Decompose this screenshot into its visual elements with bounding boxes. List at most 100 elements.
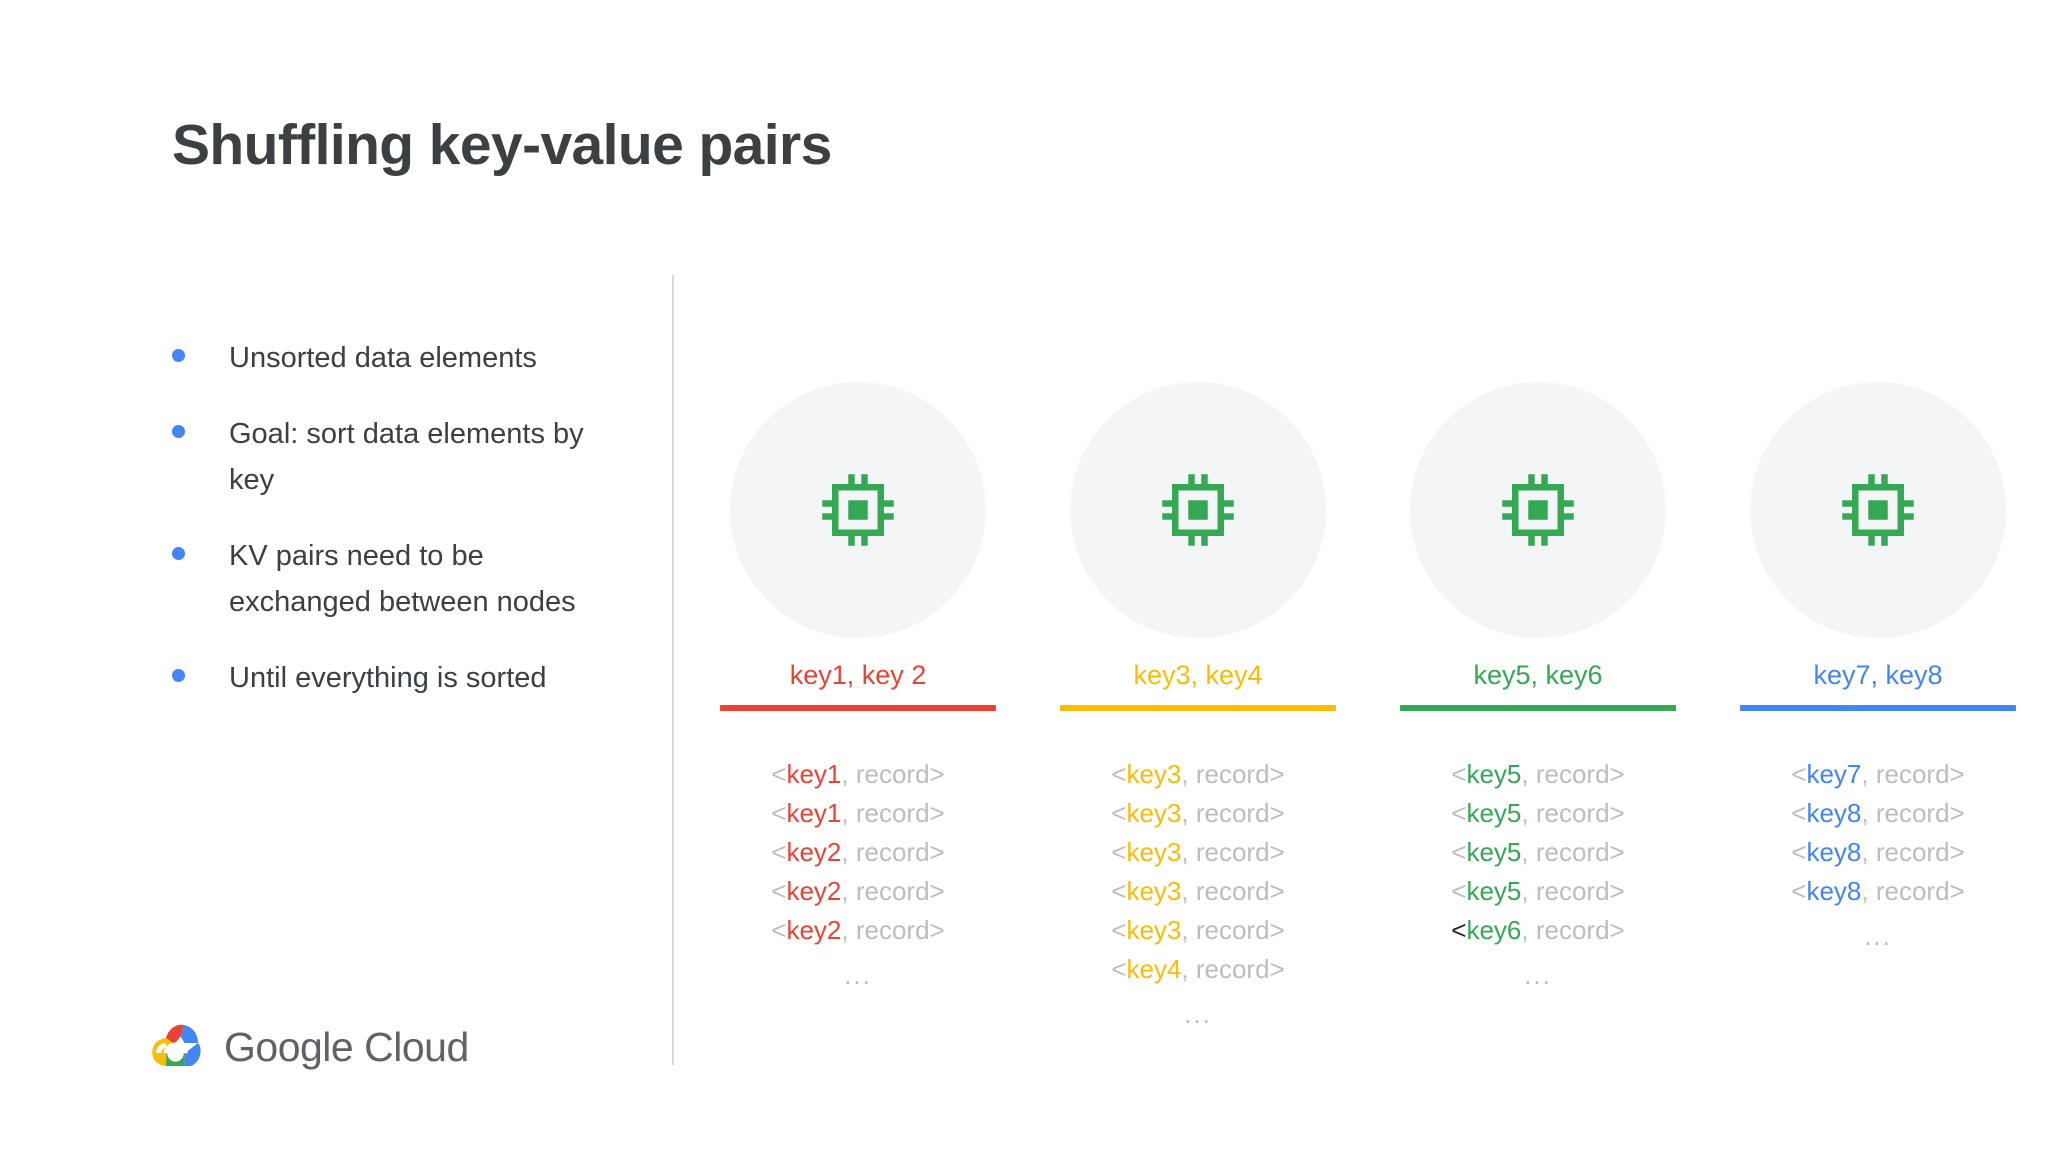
- record-key: key5: [1466, 876, 1522, 906]
- record-key: key7: [1806, 759, 1862, 789]
- record-open-angle: <: [1451, 759, 1467, 789]
- record-open-angle: <: [1111, 876, 1127, 906]
- record-ellipsis: ...: [1524, 960, 1552, 990]
- record-line: <key3, record>: [1111, 911, 1284, 950]
- record-open-angle: <: [1791, 876, 1807, 906]
- record-value: , record>: [841, 759, 945, 789]
- record-line: <key8, record>: [1791, 833, 1964, 872]
- bullet-item-label: Until everything is sorted: [229, 662, 547, 694]
- record-value: , record>: [841, 876, 945, 906]
- node-circle: [1750, 382, 2006, 638]
- page-title: Shuffling key-value pairs: [172, 113, 832, 177]
- wordmark-google: Google: [224, 1023, 354, 1070]
- node-header-underline: [1060, 705, 1336, 711]
- google-cloud-wordmark: Google Cloud: [224, 1024, 469, 1071]
- record-key: key3: [1126, 798, 1182, 828]
- record-key: key5: [1466, 759, 1522, 789]
- record-value: , record>: [1181, 798, 1285, 828]
- node-circle: [1070, 382, 1326, 638]
- record-line: <key5, record>: [1451, 872, 1624, 911]
- record-key: key4: [1126, 954, 1182, 984]
- record-line: <key5, record>: [1451, 755, 1624, 794]
- record-key: key1: [786, 759, 842, 789]
- record-line: <key3, record>: [1111, 755, 1284, 794]
- record-key: key3: [1126, 915, 1182, 945]
- record-open-angle: <: [1791, 798, 1807, 828]
- bullet-dot-icon: [172, 547, 185, 560]
- bullet-item-1: Unsorted data elements: [172, 335, 622, 381]
- record-ellipsis: ...: [1864, 921, 1892, 951]
- bullet-item-3: KV pairs need to be exchanged between no…: [172, 533, 622, 625]
- record-line: <key4, record>: [1111, 950, 1284, 989]
- record-list: <key1, record><key1, record><key2, recor…: [771, 755, 944, 995]
- record-open-angle: <: [771, 915, 787, 945]
- node-circle: [730, 382, 986, 638]
- record-key: key2: [786, 915, 842, 945]
- node-header-label: key1, key 2: [789, 660, 927, 690]
- vertical-divider: [672, 275, 674, 1065]
- record-list: <key3, record><key3, record><key3, recor…: [1111, 755, 1284, 1034]
- bullet-dot-icon: [172, 349, 185, 362]
- node-header-underline: [1400, 705, 1676, 711]
- record-open-angle: <: [1111, 798, 1127, 828]
- record-line: <key5, record>: [1451, 833, 1624, 872]
- cpu-chip-icon: [1159, 471, 1237, 549]
- record-line: <key8, record>: [1791, 794, 1964, 833]
- bullet-dot-icon: [172, 425, 185, 438]
- record-value: , record>: [841, 837, 945, 867]
- node-circle: [1410, 382, 1666, 638]
- record-value: , record>: [1181, 954, 1285, 984]
- record-value: , record>: [1181, 915, 1285, 945]
- bullet-dot-icon: [172, 669, 185, 682]
- record-line: <key6, record>: [1451, 911, 1624, 950]
- bullet-item-4: Until everything is sorted: [172, 655, 622, 701]
- node-header-label: key5, key6: [1473, 660, 1603, 690]
- record-value: , record>: [1861, 759, 1965, 789]
- record-list: <key5, record><key5, record><key5, recor…: [1451, 755, 1624, 995]
- node-header-label: key3, key4: [1133, 660, 1263, 690]
- record-key: key8: [1806, 798, 1862, 828]
- record-line: <key3, record>: [1111, 872, 1284, 911]
- record-line: <key3, record>: [1111, 833, 1284, 872]
- node-header-underline: [1740, 705, 2016, 711]
- record-key: key8: [1806, 837, 1862, 867]
- record-open-angle: <: [1111, 915, 1127, 945]
- record-value: , record>: [1521, 876, 1625, 906]
- record-line: <key2, record>: [771, 911, 944, 950]
- record-key: key6: [1466, 915, 1522, 945]
- cpu-chip-icon: [1499, 471, 1577, 549]
- record-line: <key1, record>: [771, 755, 944, 794]
- record-open-angle: <: [1111, 759, 1127, 789]
- record-open-angle: <: [1791, 837, 1807, 867]
- cpu-chip-icon: [819, 471, 897, 549]
- cpu-chip-icon: [1839, 471, 1917, 549]
- record-key: key5: [1466, 798, 1522, 828]
- node-column-3: key5, key6<key5, record><key5, record><k…: [1398, 382, 1678, 1034]
- record-key: key2: [786, 876, 842, 906]
- record-ellipsis: ...: [1184, 999, 1212, 1029]
- record-open-angle: <: [1111, 837, 1127, 867]
- record-value: , record>: [1521, 915, 1625, 945]
- node-column-1: key1, key 2<key1, record><key1, record><…: [718, 382, 998, 1034]
- bullet-item-label: Goal: sort data elements by key: [229, 418, 584, 496]
- node-column-4: key7, key8<key7, record><key8, record><k…: [1738, 382, 2018, 1034]
- record-value: , record>: [1521, 798, 1625, 828]
- record-ellipsis: ...: [844, 960, 872, 990]
- record-value: , record>: [841, 915, 945, 945]
- record-value: , record>: [1181, 876, 1285, 906]
- record-value: , record>: [1861, 837, 1965, 867]
- record-line: <key5, record>: [1451, 794, 1624, 833]
- record-key: key1: [786, 798, 842, 828]
- record-line: <key7, record>: [1791, 755, 1964, 794]
- record-open-angle: <: [1451, 915, 1467, 945]
- record-open-angle: <: [771, 837, 787, 867]
- record-line: <key2, record>: [771, 833, 944, 872]
- record-open-angle: <: [771, 798, 787, 828]
- record-line: <key3, record>: [1111, 794, 1284, 833]
- node-header-label: key7, key8: [1813, 660, 1943, 690]
- record-line: <key8, record>: [1791, 872, 1964, 911]
- google-cloud-logo: Google Cloud: [142, 1022, 469, 1072]
- record-value: , record>: [841, 798, 945, 828]
- record-open-angle: <: [771, 759, 787, 789]
